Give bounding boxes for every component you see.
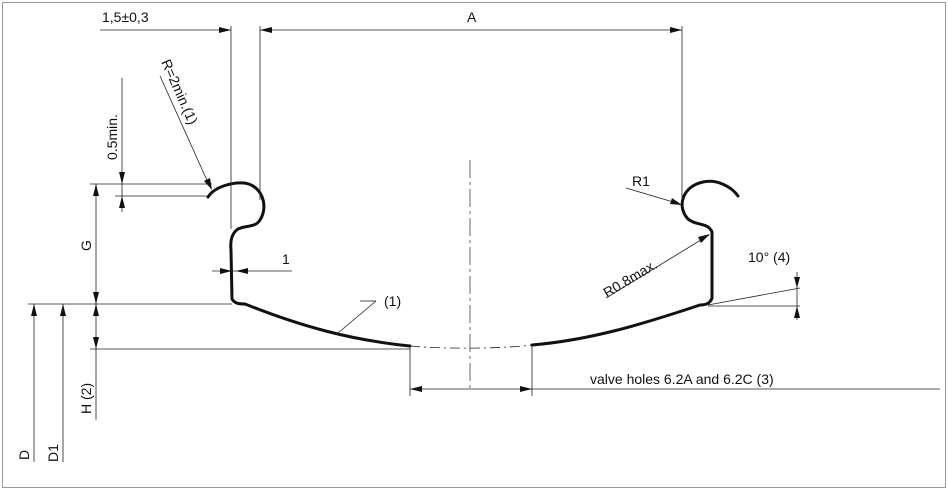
label-angle: 10° (4) [748, 249, 790, 265]
label-h2: H (2) [78, 383, 94, 414]
valve-profile-right [530, 179, 740, 347]
dim-1-arrow-left [220, 268, 232, 274]
leader-r1-arrow [670, 198, 682, 205]
dim-valve-arrow-left [410, 386, 422, 392]
dim-h-arrow-bottom [93, 337, 99, 349]
dim-05-arrow-top [119, 172, 125, 184]
dim-05-arrow-bottom [119, 196, 125, 208]
angle-arrow-top [794, 277, 800, 288]
leader-radius-min-arrow [204, 178, 212, 190]
dim-1-arrow-right [236, 268, 248, 274]
label-note-1: (1) [384, 293, 401, 309]
label-flange-offset: 1,5±0,3 [102, 9, 149, 25]
label-valve-holes: valve holes 6.2A and 6.2C (3) [590, 371, 774, 387]
label-min-05: 0.5min. [104, 114, 120, 160]
leader-note-1 [337, 300, 377, 334]
label-d1: D1 [45, 444, 61, 462]
angle-arrow-bottom [794, 306, 800, 318]
label-r1: R1 [632, 173, 650, 189]
label-dim-1: 1 [282, 251, 290, 267]
dim-valve-arrow-right [520, 386, 532, 392]
label-dim-g: G [78, 240, 94, 251]
leader-r08 [605, 234, 710, 299]
label-radius-min: R=2min.(1) [158, 57, 201, 127]
dim-a-arrow-left [260, 27, 272, 33]
dim-a-arrow-right [670, 27, 682, 33]
dim-g-arrow-bottom [93, 292, 99, 304]
label-dim-a: A [467, 9, 477, 25]
dim-g-arrow-top [93, 184, 99, 196]
valve-hole-opening [409, 344, 533, 349]
valve-profile-left [206, 181, 412, 348]
label-d: D [16, 450, 32, 460]
dim-d-arrow [31, 304, 37, 316]
label-r08: R0.8max. [600, 256, 660, 301]
angle-line [707, 287, 801, 306]
dim-offset-arrow [219, 27, 231, 33]
leader-r08-arrow [698, 234, 710, 243]
dim-h-arrow-top [93, 304, 99, 316]
leader-radius-min [159, 75, 211, 188]
dim-d1-arrow [60, 304, 66, 316]
